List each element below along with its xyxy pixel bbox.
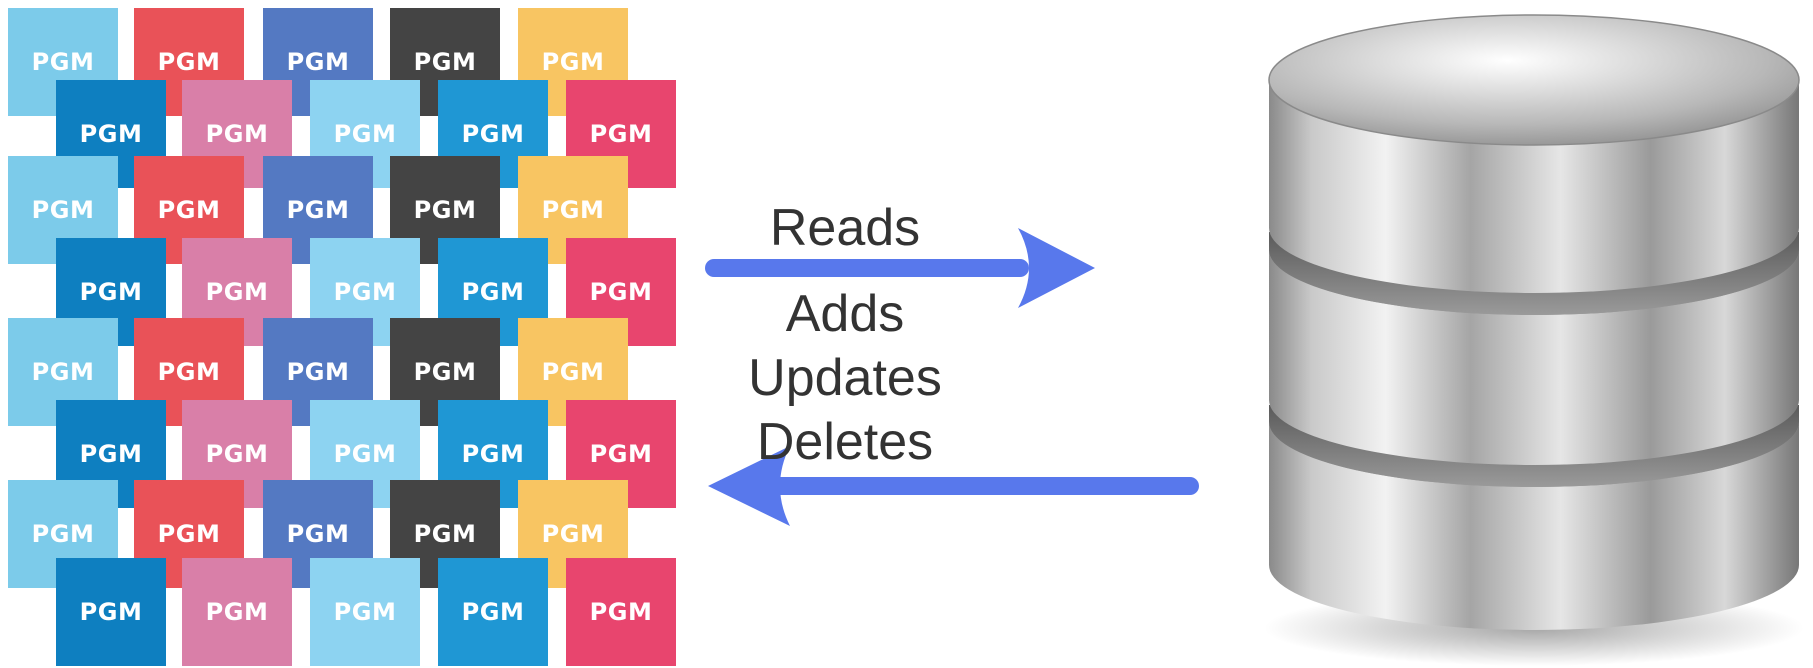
arrows [705,228,1199,526]
writes-arrow [708,446,1199,526]
reads-label: Reads [769,199,921,257]
database-disk-top [1268,14,1800,293]
program-tile: PGM [438,558,548,666]
database-cylinder-icon [1264,14,1804,666]
program-tile: PGM [566,558,676,666]
reads-arrow [705,228,1095,308]
adds-label: Adds [785,285,905,343]
deletes-label: Deletes [756,413,934,471]
updates-label: Updates [748,349,942,407]
program-tile: PGM [182,558,292,666]
program-tile: PGM [310,558,420,666]
program-tile: PGM [56,558,166,666]
